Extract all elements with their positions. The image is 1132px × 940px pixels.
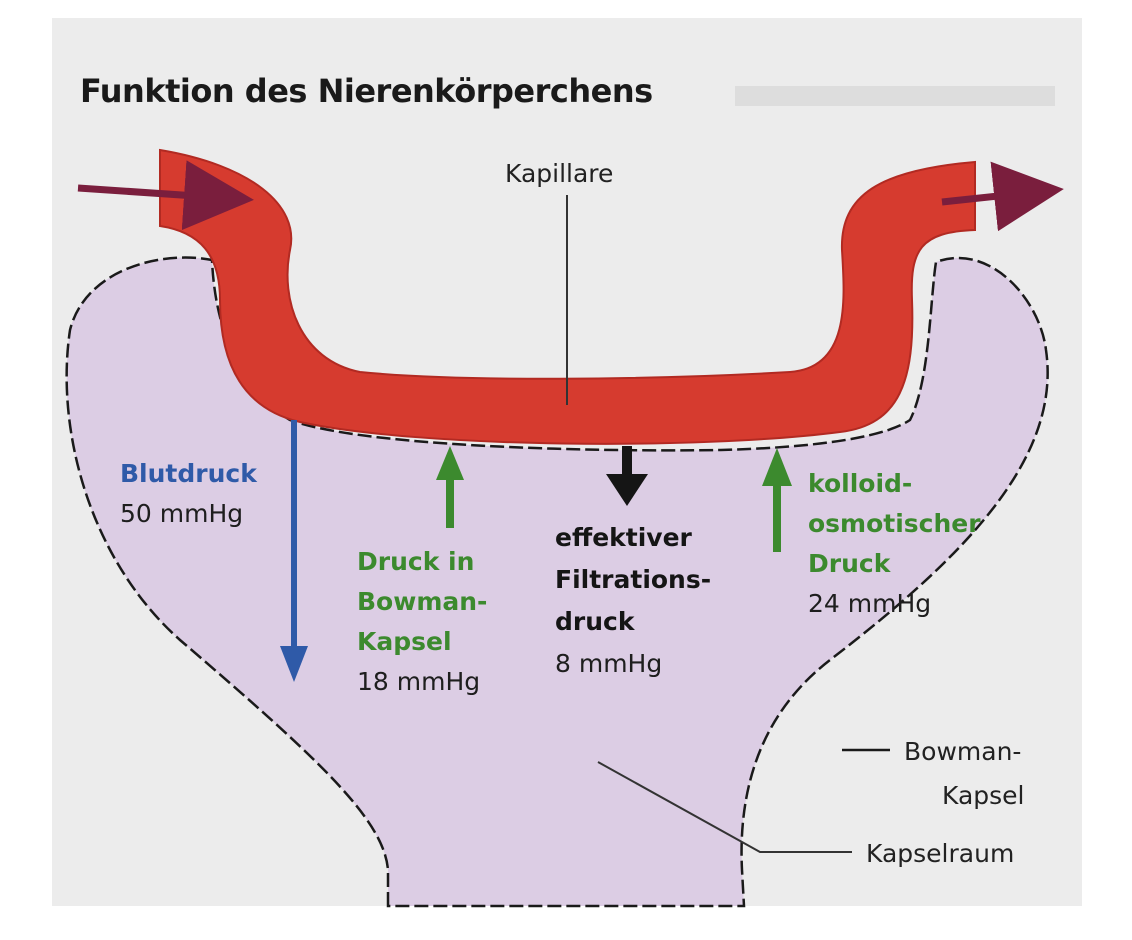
blood-outflow-arrow xyxy=(941,161,1064,232)
faded-subtitle-bar xyxy=(735,86,1055,106)
effective-pressure-label-line2: Filtrations- xyxy=(555,565,711,594)
colloid-pressure-arrowhead xyxy=(762,448,792,486)
colloid-pressure-value: 24 mmHg xyxy=(808,589,931,618)
bowman-pressure-label-line1: Druck in xyxy=(357,547,474,576)
diagram-title: Funktion des Nierenkörperchens xyxy=(80,72,653,110)
colloid-pressure-label-line3: Druck xyxy=(808,549,892,578)
bowman-pressure-label-line3: Kapsel xyxy=(357,627,452,656)
blood-inflow-arrow xyxy=(77,160,254,231)
bowman-pressure-arrowhead xyxy=(436,446,464,480)
colloid-pressure-label-line1: kolloid- xyxy=(808,469,912,498)
bowman-pressure-label-line2: Bowman- xyxy=(357,587,487,616)
blood-pressure-label: Blutdruck xyxy=(120,459,258,488)
effective-pressure-label-line3: druck xyxy=(555,607,636,636)
label-capillary: Kapillare xyxy=(505,159,613,188)
colloid-pressure-label-line2: osmotischer xyxy=(808,509,981,538)
effective-pressure-label-line1: effektiver xyxy=(555,523,693,552)
capsule-space-pointer-line xyxy=(597,761,852,853)
label-bowman-capsule-line1: Bowman- xyxy=(904,737,1021,766)
blood-pressure-arrowhead xyxy=(280,646,308,682)
label-capsule-space: Kapselraum xyxy=(866,839,1014,868)
label-bowman-capsule-line2: Kapsel xyxy=(942,781,1025,810)
effective-pressure-arrowhead xyxy=(606,474,648,506)
bowman-pressure-value: 18 mmHg xyxy=(357,667,480,696)
blood-pressure-value: 50 mmHg xyxy=(120,499,243,528)
bowman-capsule xyxy=(65,256,1049,908)
effective-pressure-value: 8 mmHg xyxy=(555,649,662,678)
